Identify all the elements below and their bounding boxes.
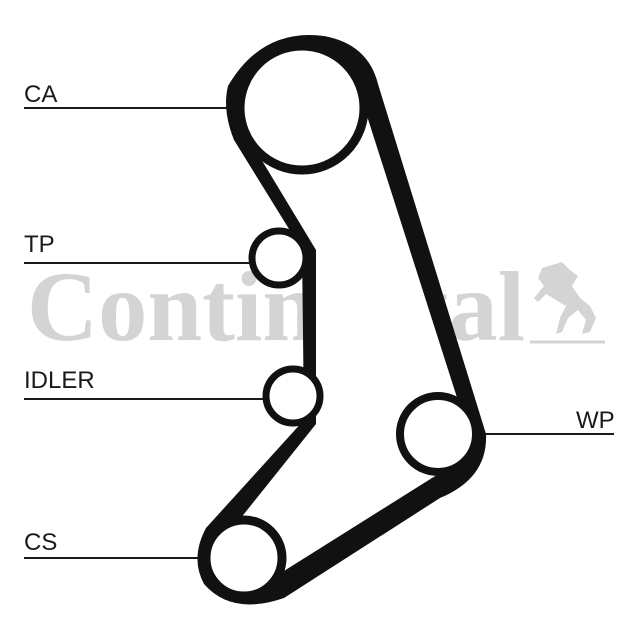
idler-pulley — [262, 365, 324, 427]
crankshaft-pulley — [201, 515, 287, 601]
label-wp: WP — [576, 407, 615, 434]
label-idler: IDLER — [24, 367, 95, 394]
tensioner-pulley — [248, 227, 310, 289]
water-pump-pulley — [396, 392, 480, 476]
label-cs: CS — [24, 529, 57, 556]
label-tp: TP — [24, 231, 55, 258]
camshaft-pulley — [235, 41, 369, 175]
pulleys — [201, 41, 480, 601]
horse-logo-icon — [534, 262, 596, 334]
label-ca: CA — [24, 81, 57, 108]
